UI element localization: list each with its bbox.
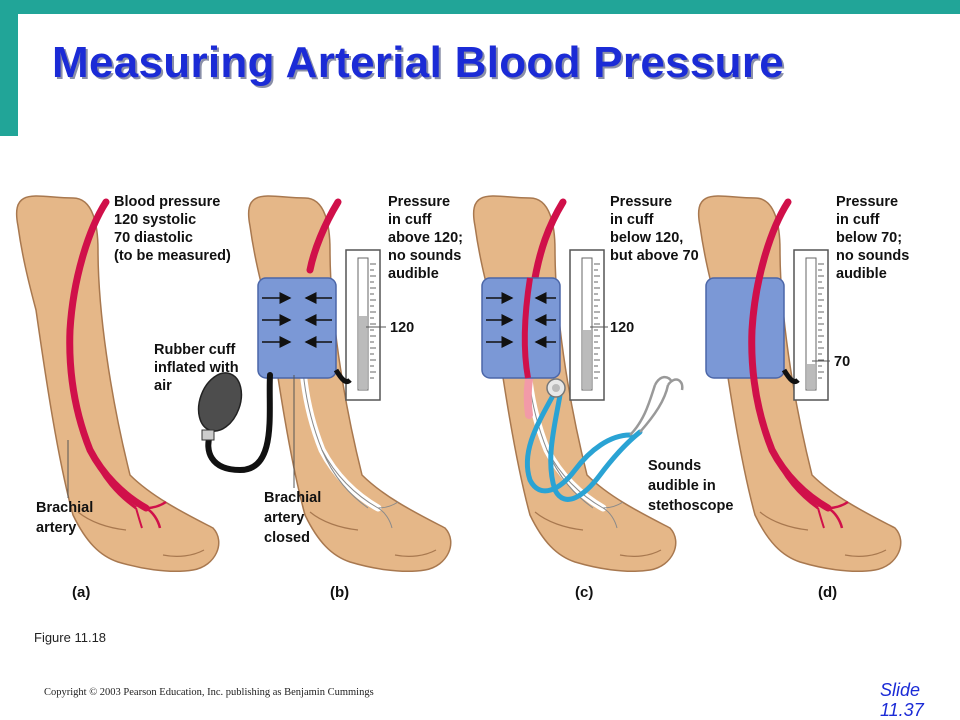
sounds-audible-label: Sounds audible in stethoscope <box>648 458 733 514</box>
deflated-cuff <box>705 277 785 379</box>
blood-pressure-diagram: Blood pressure 120 systolic 70 diastolic… <box>15 194 913 601</box>
inflated-cuff <box>257 277 337 379</box>
panel-d: 70 Pressure in cuff below 70; no sounds … <box>697 194 913 601</box>
pressure-gauge-c <box>569 249 605 401</box>
gauge-c-reading: 120 <box>610 320 634 336</box>
left-accent-bar <box>0 0 18 136</box>
gauge-b-reading: 120 <box>390 320 414 336</box>
cuff-pressure-arrows <box>262 292 332 348</box>
stethoscope <box>524 375 684 502</box>
slide-word: Slide <box>880 680 921 700</box>
pressure-gauge-d <box>793 249 829 401</box>
pressure-gauge-b <box>345 249 381 401</box>
panel-c: 120 Pressure in cuff below 120, but abov… <box>472 194 733 601</box>
cuff-pressure-arrows-c <box>486 292 556 348</box>
panel-a-tag: (a) <box>72 584 90 601</box>
brachial-artery-closed-label: Brachial artery closed <box>264 490 325 546</box>
top-accent-bar <box>0 0 960 14</box>
panel-d-note: Pressure in cuff below 70; no sounds aud… <box>836 194 913 282</box>
slide-number: Slide 11.37 <box>880 680 956 720</box>
figure-label: Figure 11.18 <box>34 630 107 645</box>
panel-d-tag: (d) <box>818 584 837 601</box>
panel-b-note: Pressure in cuff above 120; no sounds au… <box>388 194 467 282</box>
panel-b: 120 Pressure in cuff above 120; no sound… <box>154 194 467 601</box>
panel-a: Blood pressure 120 systolic 70 diastolic… <box>15 194 231 601</box>
inflation-bulb <box>197 372 243 432</box>
partially-inflated-cuff <box>481 277 561 379</box>
rubber-cuff-label: Rubber cuff inflated with air <box>154 342 243 394</box>
panel-a-note: Blood pressure 120 systolic 70 diastolic… <box>114 194 231 264</box>
panel-c-tag: (c) <box>575 584 593 601</box>
slide-num: 11.37 <box>880 700 924 720</box>
gauge-d-reading: 70 <box>834 354 850 370</box>
panel-b-tag: (b) <box>330 584 349 601</box>
brachial-artery-label: Brachial artery <box>36 500 97 536</box>
slide-title: Measuring Arterial Blood Pressure <box>52 38 785 87</box>
cuff-tube <box>205 372 273 474</box>
panel-c-note: Pressure in cuff below 120, but above 70 <box>610 194 699 264</box>
copyright-notice: Copyright © 2003 Pearson Education, Inc.… <box>44 687 374 698</box>
